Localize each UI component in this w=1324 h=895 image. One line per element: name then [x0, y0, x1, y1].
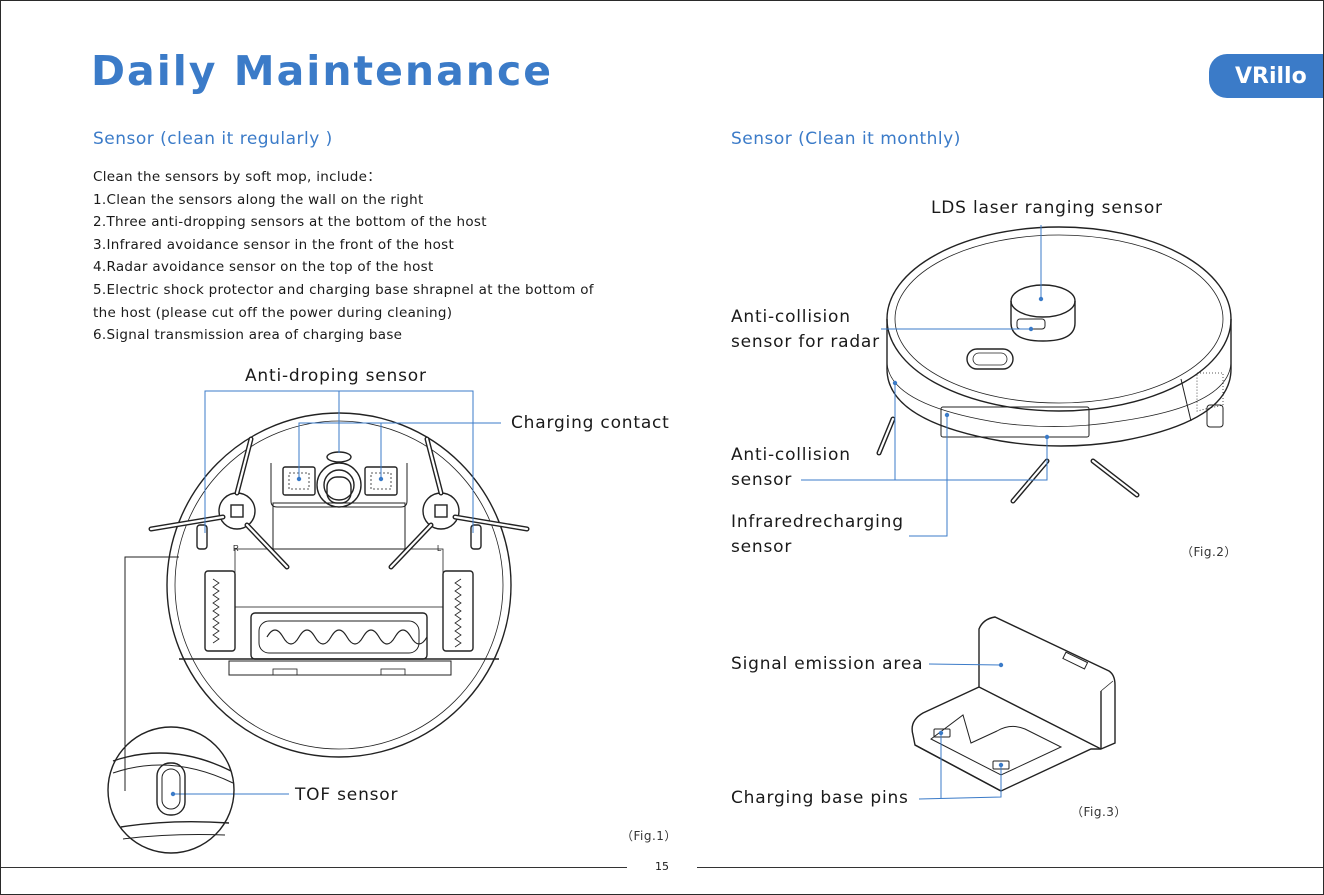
instruction-item: 5.Electric shock protector and charging … — [93, 281, 594, 298]
label-signal-emission: Signal emission area — [731, 654, 924, 674]
instruction-item: 3.Infrared avoidance sensor in the front… — [93, 236, 455, 253]
left-section-heading: Sensor (clean it regularly ) — [93, 129, 333, 149]
brand-logo: VRillo — [1209, 54, 1323, 98]
label-anti-collision-1: Anti-collision — [731, 445, 851, 465]
charging-base-illustration — [911, 616, 1116, 792]
label-lds-sensor: LDS laser ranging sensor — [931, 198, 1163, 218]
tof-magnifier — [107, 726, 235, 854]
robot-top-illustration — [876, 226, 1232, 504]
label-radar-collision-1: Anti-collision — [731, 307, 851, 327]
page-title: Daily Maintenance — [91, 47, 554, 95]
instruction-item: 2.Three anti-dropping sensors at the bot… — [93, 214, 487, 231]
right-section-heading: Sensor (Clean it monthly) — [731, 129, 961, 149]
page-number: 15 — [655, 860, 669, 873]
instruction-item: 1.Clean the sensors along the wall on th… — [93, 191, 424, 208]
footer-rule-right — [697, 867, 1323, 868]
robot-bottom-illustration — [148, 412, 530, 758]
label-radar-collision-2: sensor for radar — [731, 332, 880, 352]
wheel-mark-left: L — [437, 544, 442, 553]
fig3-leader-lines — [918, 663, 1002, 800]
label-anti-collision-2: sensor — [731, 470, 793, 490]
wheel-mark-right: R — [233, 544, 239, 553]
instruction-item: 6.Signal transmission area of charging b… — [93, 327, 403, 344]
label-infrared-1: Infraredrecharging — [731, 512, 904, 532]
instruction-item: 4.Radar avoidance sensor on the top of t… — [93, 259, 434, 276]
fig1-leader-lines — [124, 390, 501, 795]
fig1-caption: （Fig.1） — [621, 829, 677, 843]
instruction-item: the host (please cut off the power durin… — [93, 304, 453, 321]
footer-rule-left — [1, 867, 627, 868]
label-anti-dropping-sensor: Anti-droping sensor — [245, 366, 427, 386]
label-charging-contact: Charging contact — [511, 413, 670, 433]
fig2-caption: （Fig.2） — [1181, 545, 1237, 559]
label-tof-sensor: TOF sensor — [295, 785, 399, 805]
label-infrared-2: sensor — [731, 537, 793, 557]
instructions-intro: Clean the sensors by soft mop, include： — [93, 169, 382, 185]
fig3-caption: （Fig.3） — [1071, 805, 1127, 819]
label-charging-pins: Charging base pins — [731, 788, 909, 808]
instructions: Clean the sensors by soft mop, include： … — [93, 166, 653, 347]
fig2-leader-lines — [801, 225, 1048, 537]
